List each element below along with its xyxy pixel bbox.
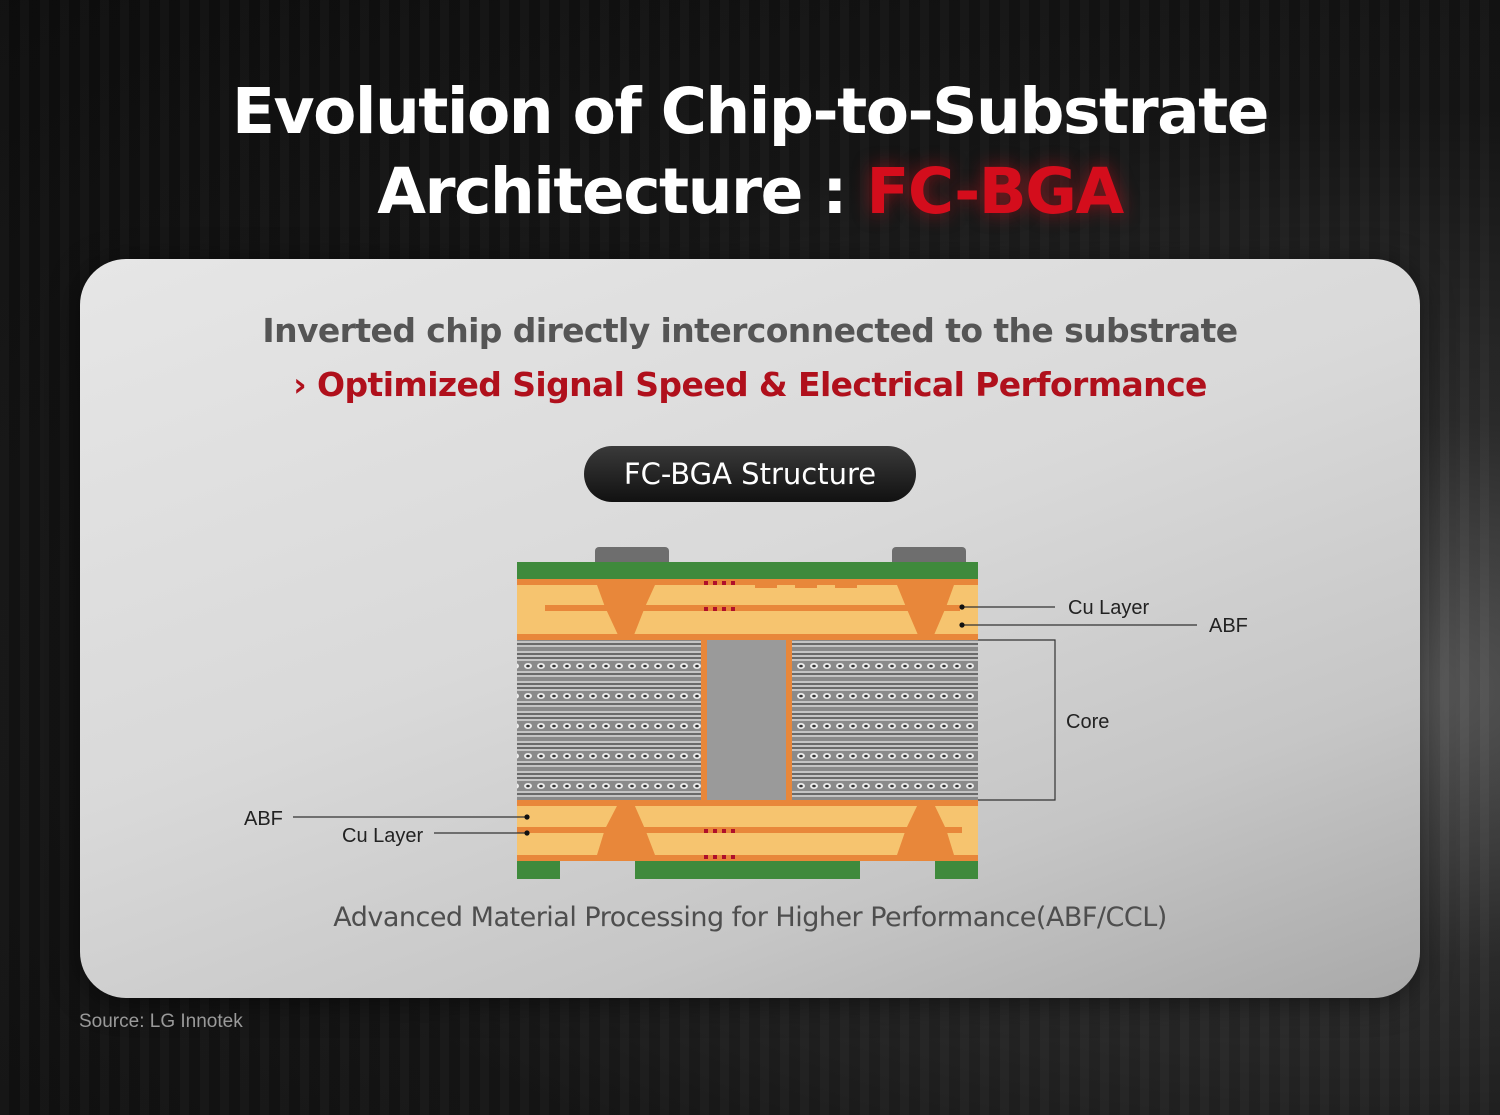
- label-abf-top: ABF: [1209, 615, 1248, 637]
- subtitle: Inverted chip directly interconnected to…: [262, 311, 1238, 350]
- title-accent: FC-BGA: [866, 155, 1124, 228]
- top-red-dots: [704, 581, 735, 611]
- bottom-via-left: [593, 804, 659, 857]
- bottom-solder-mask-center: [635, 861, 860, 879]
- content-card: Inverted chip directly interconnected to…: [80, 259, 1420, 998]
- page-title: Evolution of Chip-to-Substrate Architect…: [0, 72, 1500, 232]
- fc-bga-structure-diagram: Cu Layer ABF Core ABF Cu Layer: [244, 547, 1248, 879]
- bottom-solder-mask-right: [935, 861, 978, 879]
- title-line-2: Architecture : FC-BGA: [0, 152, 1500, 232]
- core-left: [517, 640, 701, 800]
- label-core: Core: [1066, 711, 1109, 733]
- source-credit: Source: LG Innotek: [79, 1011, 243, 1032]
- bottom-solder-mask-left: [517, 861, 560, 879]
- bottom-red-dots: [704, 829, 735, 859]
- structure-pill: FC-BGA Structure: [584, 446, 916, 502]
- chevron-right-icon: ›: [293, 365, 318, 404]
- core-right: [792, 640, 978, 800]
- title-line-2-prefix: Architecture :: [377, 155, 867, 228]
- top-via-right: [893, 583, 958, 635]
- label-abf-bottom: ABF: [244, 808, 283, 830]
- diagram-caption: Advanced Material Processing for Higher …: [333, 902, 1167, 933]
- highlight-line: › Optimized Signal Speed & Electrical Pe…: [80, 365, 1420, 404]
- title-line-1: Evolution of Chip-to-Substrate: [231, 75, 1270, 148]
- top-via-left: [593, 583, 659, 635]
- top-solder-mask: [517, 562, 978, 582]
- label-cu-layer-top: Cu Layer: [1068, 597, 1149, 619]
- highlight-text: Optimized Signal Speed & Electrical Perf…: [317, 365, 1207, 404]
- bottom-via-right: [893, 804, 958, 857]
- label-cu-layer-bottom: Cu Layer: [342, 825, 423, 847]
